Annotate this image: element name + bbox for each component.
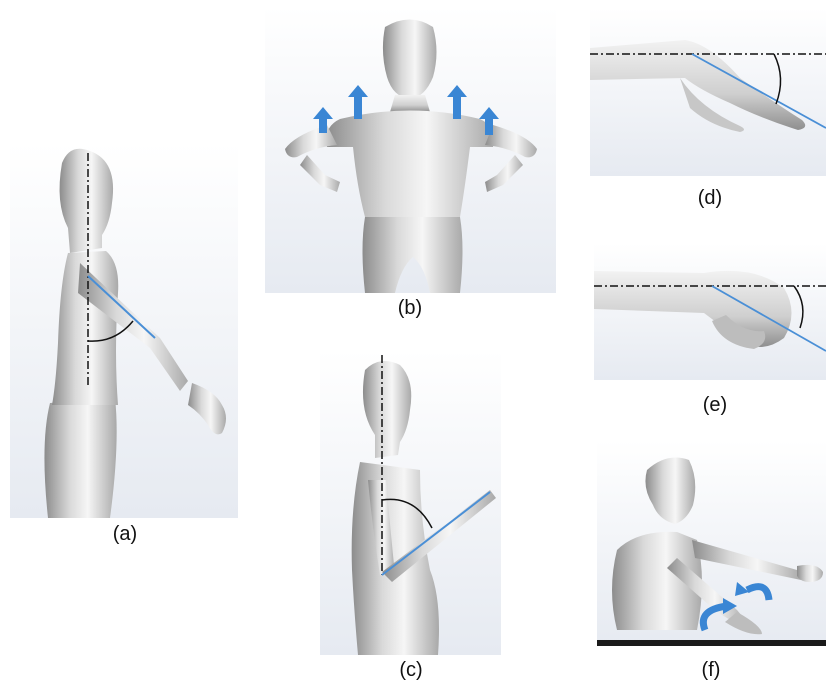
figure-forearm-rotation [597,440,826,646]
figure-side-view-arm-forward [10,143,238,518]
caption-f: (f) [681,658,741,682]
caption-b: (b) [380,296,440,320]
panel-b [265,7,556,293]
panel-d [590,8,826,176]
figure-front-view-shrug [265,7,556,293]
caption-c: (c) [381,658,441,682]
caption-a: (a) [95,522,155,546]
panel-e [594,243,826,380]
figure-wrist-flexion [590,8,826,176]
caption-e: (e) [685,393,745,417]
figure-side-view-elbow-flexion [320,350,501,655]
caption-d: (d) [680,186,740,210]
panel-c [320,350,501,655]
panel-a [10,143,238,518]
panel-f [597,440,826,646]
figure-wrist-fist-flexion [594,243,826,380]
